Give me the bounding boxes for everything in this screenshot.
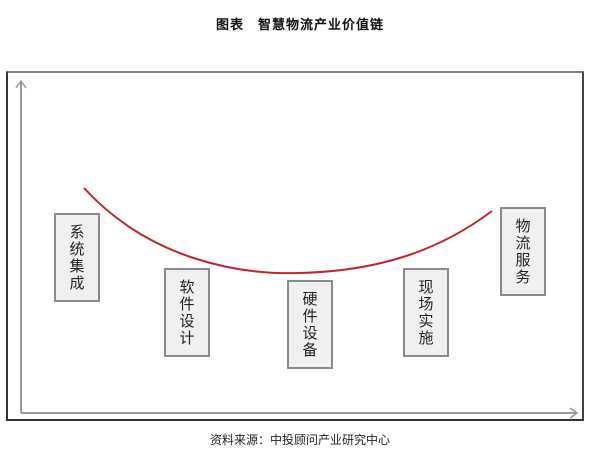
y-axis <box>15 79 27 413</box>
chart-title: 图表智慧物流产业价值链 <box>0 14 600 33</box>
x-axis <box>21 407 579 419</box>
stage-box-logistics-services: 物流服务 <box>500 207 546 296</box>
stage-box-software-design: 软件设计 <box>164 268 210 357</box>
stage-box-hardware-equipment: 硬件设备 <box>287 280 333 369</box>
smile-curve <box>83 187 493 275</box>
stage-label: 现场实施 <box>416 278 435 347</box>
stage-label: 软件设计 <box>177 278 196 347</box>
stage-label: 硬件设备 <box>300 290 319 359</box>
title-text: 智慧物流产业价值链 <box>258 18 385 33</box>
source-note: 资料来源：中投顾问产业研究中心 <box>209 433 390 447</box>
stage-box-system-integration: 系统集成 <box>54 213 100 302</box>
title-prefix: 图表 <box>215 18 244 33</box>
stage-label: 物流服务 <box>513 217 532 286</box>
diagram-frame <box>6 71 584 421</box>
stage-box-onsite-implementation: 现场实施 <box>403 268 449 357</box>
stage-label: 系统集成 <box>67 223 86 292</box>
